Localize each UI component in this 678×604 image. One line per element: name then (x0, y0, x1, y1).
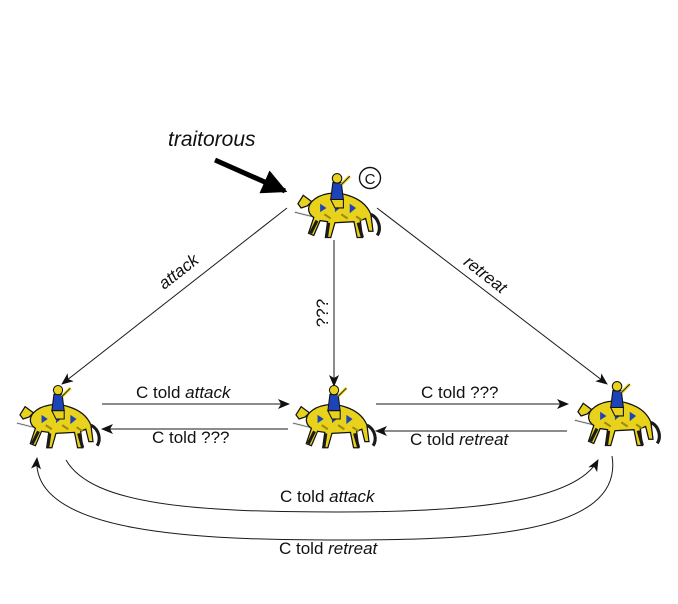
edge-left-to-right (65, 459, 599, 513)
edge-label-middle-to-left: C told ??? (152, 428, 230, 447)
knight-icon-right (573, 380, 661, 448)
edge-label-top-middle: ??? (313, 299, 332, 327)
edge-top-to-right (376, 207, 608, 385)
traitorous-label: traitorous (168, 128, 256, 151)
edge-right-to-left (31, 455, 614, 541)
edge-top-to-left (61, 207, 288, 385)
commander-mark: C (365, 171, 376, 188)
traitor-pointer-arrow (213, 157, 288, 194)
edge-label-right-to-left: C told retreat (279, 539, 379, 558)
knight-icon-left (15, 384, 101, 450)
edge-label-left-to-middle: C told attack (136, 383, 232, 402)
edge-label-middle-to-right: C told ??? (421, 383, 499, 402)
edge-label-left-to-right: C told attack (280, 487, 376, 506)
commander-mark-circle (358, 166, 382, 190)
edge-label-right-to-middle: C told retreat (410, 430, 510, 449)
knight-icon-middle (291, 384, 377, 450)
edge-label-top-left: attack (155, 249, 204, 293)
